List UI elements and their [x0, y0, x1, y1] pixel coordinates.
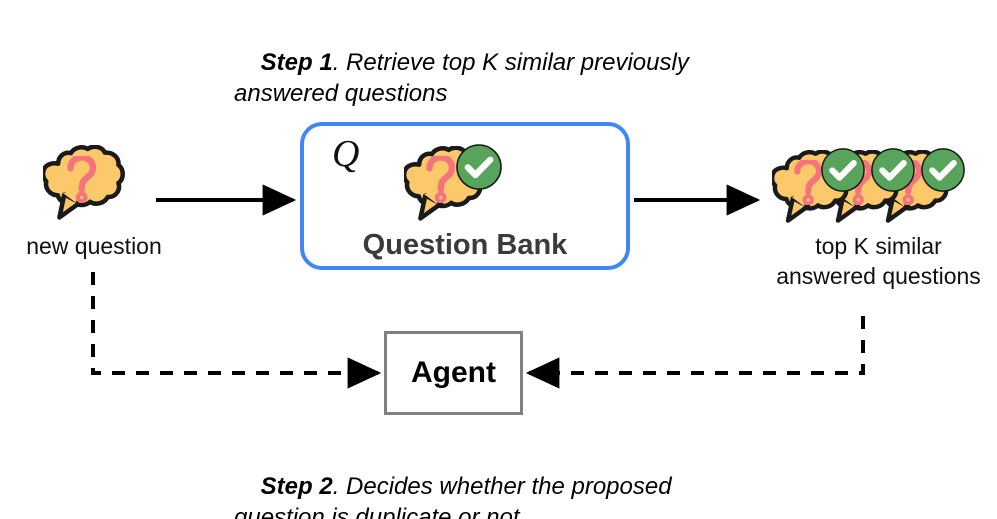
step-2-lead: Step 2	[260, 473, 333, 500]
top-k-label: top K similar answered questions	[776, 233, 981, 289]
new-question-label: new question	[26, 233, 162, 259]
question-bubble-icon-answered-3	[872, 149, 964, 221]
question-bubble-icon-new-question	[43, 147, 123, 218]
question-bank-label: Question Bank	[362, 229, 568, 261]
question-bank-q-symbol: Q	[332, 133, 360, 175]
agent-label: Agent	[411, 356, 496, 389]
question-bubble-icon-answered-2	[822, 149, 914, 221]
step-2-caption: Step 2. Decides whether the proposed que…	[234, 440, 754, 519]
dashed-arrow-icon-new-question-to-agent	[91, 272, 382, 389]
step-2-text: . Decides whether the proposed question …	[234, 473, 679, 519]
agent-box[interactable]: Agent	[384, 331, 523, 415]
step-1-text: . Retrieve top K similar previously answ…	[234, 49, 696, 107]
step-1-caption: Step 1. Retrieve top K similar previousl…	[234, 16, 754, 140]
step-1-lead: Step 1	[260, 49, 333, 76]
dashed-arrow-icon-top-k-to-agent	[525, 316, 865, 389]
question-bubble-icon-answered-1	[772, 149, 864, 221]
